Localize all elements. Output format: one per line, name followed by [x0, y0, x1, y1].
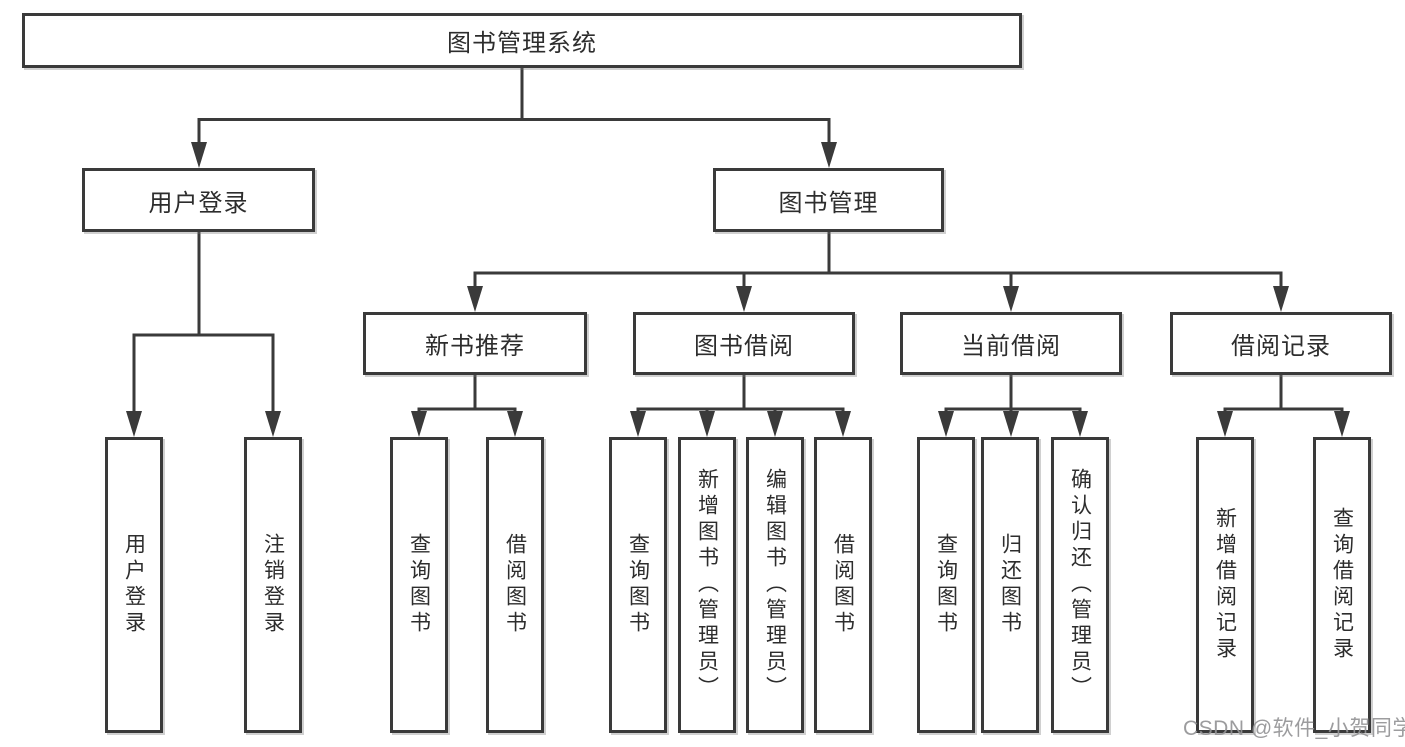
leaf-add-books-admin: 新增图书（管理员）	[678, 437, 736, 733]
node-new-book-recommend: 新书推荐	[363, 312, 587, 375]
node-borrow-records: 借阅记录	[1170, 312, 1392, 375]
arrowheads	[126, 142, 1350, 437]
leaf-label: 借阅图书	[503, 533, 527, 637]
leaf-logout: 注销登录	[244, 437, 302, 733]
leaf-label: 归还图书	[998, 533, 1022, 637]
leaf-label: 新增借阅记录	[1213, 507, 1237, 663]
leaf-borrow-books: 借阅图书	[814, 437, 872, 733]
node-label: 新书推荐	[425, 333, 525, 360]
leaf-borrow-books-recommend: 借阅图书	[486, 437, 544, 733]
leaf-label: 查询图书	[626, 533, 650, 637]
leaf-user-login: 用户登录	[105, 437, 163, 733]
leaf-confirm-return-admin: 确认归还（管理员）	[1051, 437, 1109, 733]
leaf-label: 借阅图书	[831, 533, 855, 637]
node-label: 用户登录	[148, 189, 249, 217]
leaf-query-books-borrow: 查询图书	[609, 437, 667, 733]
leaf-edit-books-admin: 编辑图书（管理员）	[746, 437, 804, 733]
node-user-login: 用户登录	[82, 168, 315, 232]
node-label: 图书借阅	[694, 333, 794, 360]
csdn-watermark: CSDN @软件_小贺同学	[1183, 717, 1405, 740]
node-label: 当前借阅	[961, 333, 1061, 360]
node-book-borrow: 图书借阅	[633, 312, 855, 375]
leaf-label: 确认归还（管理员）	[1068, 468, 1092, 702]
leaf-label: 查询图书	[407, 533, 431, 637]
node-library-management-system: 图书管理系统	[22, 13, 1022, 68]
node-label: 图书管理系统	[447, 30, 597, 57]
leaf-label: 查询图书	[934, 533, 958, 637]
leaf-label: 编辑图书（管理员）	[763, 468, 787, 702]
leaf-query-books-recommend: 查询图书	[390, 437, 448, 733]
node-label: 图书管理	[778, 189, 879, 217]
leaf-label: 用户登录	[122, 533, 146, 637]
leaf-query-borrow-record: 查询借阅记录	[1313, 437, 1371, 733]
leaf-label: 查询借阅记录	[1330, 507, 1354, 663]
leaf-return-books: 归还图书	[981, 437, 1039, 733]
leaf-query-books-current: 查询图书	[917, 437, 975, 733]
node-book-management: 图书管理	[713, 168, 944, 232]
leaf-label: 注销登录	[261, 533, 285, 637]
leaf-add-borrow-record: 新增借阅记录	[1196, 437, 1254, 733]
node-current-borrow: 当前借阅	[900, 312, 1122, 375]
leaf-label: 新增图书（管理员）	[695, 468, 719, 702]
node-label: 借阅记录	[1231, 333, 1331, 360]
